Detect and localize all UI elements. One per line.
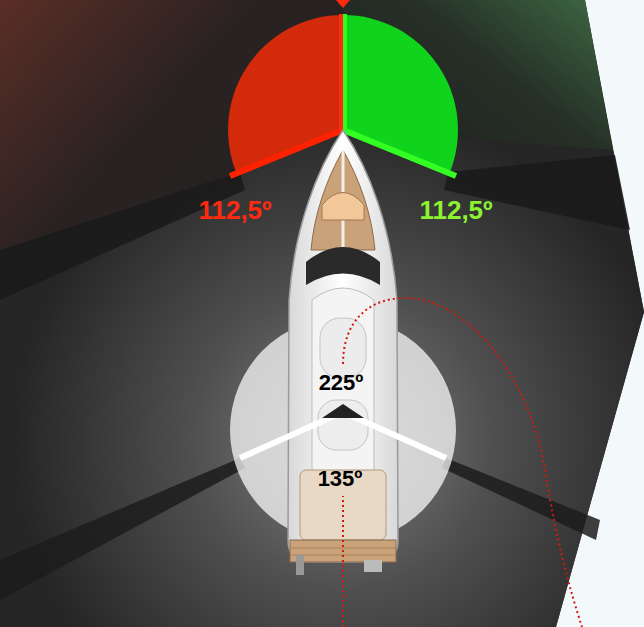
angle-label: 135º	[318, 468, 363, 490]
angle-label: 112,5º	[419, 197, 492, 223]
angle-label: 225º	[319, 372, 364, 394]
angle-label: 112,5º	[198, 197, 271, 223]
